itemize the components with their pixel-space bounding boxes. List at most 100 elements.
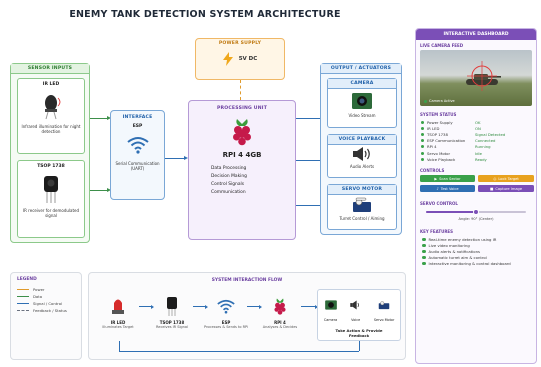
legend-label: Feedback / Status [33,308,67,313]
tsop-to-esp-arrow [90,188,111,192]
servo-header: SERVO MOTOR [328,185,396,195]
feature-label: Audio alerts & notifications [428,248,480,254]
flow-step-sub: Processes & Sends to RPi [203,325,249,329]
flow-output-servo: Servo Motor [374,296,394,322]
status-row-power: Power Supply OK [416,119,536,125]
status-name: Voice Playback [427,156,456,162]
button-label: Capture Image [495,186,523,191]
status-name: IR LED [427,125,440,131]
output-actuators-group: OUTPUT / ACTUATORS CAMERA Video Stream V… [320,63,402,235]
esp-label: ESP [132,124,143,129]
dashboard-header: INTERACTIVE DASHBOARD [416,29,536,40]
flow-step-name: Take Action & Provide Feedback [335,328,383,338]
servo-motor-icon [353,197,371,212]
flow-step-name: ESP [221,320,231,325]
controls-grid: ▶Scan Sector ◎Lock Target ♪Test Voice ■C… [420,175,534,195]
status-name: Servo Motor [427,150,451,156]
tsop-label: TSOP 1738 [37,164,65,169]
feature-item: Real-time enemy detection using IR [416,236,536,242]
status-dot [421,145,424,149]
voice-card: VOICE PLAYBACK Audio Alerts [327,134,397,178]
flow-arrow [139,304,154,309]
flow-step-sub: Illuminates Target [102,325,134,329]
key-features-list: Real-time enemy detection using IR Live … [416,236,536,266]
power-supply-block: POWER SUPPLY 5V DC [195,38,285,80]
flow-step-action: Camera Voice Servo Motor Take Action & P… [317,289,401,341]
processing-bullet: Decision Making [211,174,247,179]
feature-item: Interactive monitoring & control dashboa… [416,260,536,266]
status-dot [421,120,424,124]
live-feed-title: LIVE CAMERA FEED [420,43,464,48]
status-value: OK [475,119,481,125]
legend-swatch [17,303,29,304]
tsop-desc: IR receiver for demodulated signal [22,208,80,219]
interface-header: INTERFACE [122,115,153,120]
camera-desc: Video Stream [348,113,376,118]
slider-fill [426,211,476,213]
camera-module-icon [352,93,372,109]
ir-led-label: IR LED [42,82,60,87]
feature-item: Live video monitoring [416,242,536,248]
camera-active-label: Camera Active [429,99,455,103]
live-camera-feed[interactable]: Camera Active [420,50,532,106]
lock-target-button[interactable]: ◎Lock Target [478,175,534,183]
speaker-icon [353,147,370,161]
legend-swatch [17,310,29,311]
status-name: ESP Communication [427,138,466,144]
servo-slider[interactable] [426,208,526,216]
flow-output-label: Voice [351,318,361,322]
system-status-title: SYSTEM STATUS [420,112,457,117]
test-voice-button[interactable]: ♪Test Voice [420,185,475,193]
sensor-inputs-header: SENSOR INPUTS [11,64,89,74]
camera-header: CAMERA [328,79,396,89]
raspberry-pi-icon [274,298,286,315]
rpi-name: RPI 4 4GB [222,151,262,159]
speaker-icon [349,300,359,310]
status-name: RPi 4 [427,144,437,150]
feedback-loop-line [359,341,360,351]
servo-card: SERVO MOTOR Turret Control / Aiming [327,184,397,230]
camera-module-icon [324,300,337,310]
controls-title: CONTROLS [420,168,445,174]
button-label: Lock Target [498,176,519,181]
processing-header: PROCESSING UNIT [216,106,268,111]
target-icon: ◎ [493,176,497,181]
ir-receiver-icon [167,297,177,316]
feedback-loop-line [119,351,359,352]
flow-step-name: IR LED [110,320,126,325]
key-features-title: KEY FEATURES [420,229,454,235]
legend-label: Data [33,294,43,299]
legend-swatch [17,296,29,297]
status-dot [424,99,427,103]
slider-thumb[interactable] [473,208,479,215]
capture-image-button[interactable]: ■Capture Image [478,185,534,193]
wifi-icon [217,299,235,314]
status-row-voice: Voice Playback Ready [416,156,536,162]
status-value: Ready [475,156,487,162]
processing-bullet: Control Signals [211,182,245,187]
feature-label: Real-time enemy detection using IR [428,236,497,242]
feature-item: Audio alerts & notifications [416,248,536,254]
processing-unit-block: PROCESSING UNIT RPI 4 4GB Data Processin… [188,100,296,240]
servo-angle-label: Angle: 90° (Center) [458,217,494,222]
button-label: Scan Sector [439,176,461,181]
check-icon [422,261,426,266]
status-name: Power Supply [427,119,453,125]
legend-label: Power [33,287,45,292]
scan-sector-button[interactable]: ▶Scan Sector [420,175,475,183]
check-icon [422,243,426,248]
flow-step-name: TSOP 1738 [159,320,185,325]
ir-receiver-icon [44,176,58,203]
alarm-light-icon [112,299,124,314]
page-title: ENEMY TANK DETECTION SYSTEM ARCHITECTURE [69,9,341,20]
feature-label: Live video monitoring [428,242,470,248]
camera-icon: ■ [489,186,494,191]
legend-item-feedback: Feedback / Status [11,307,81,314]
flow-step-name: RPI 4 [274,320,286,325]
flow-output-camera: Camera [324,296,338,322]
status-dot [421,126,424,130]
ir-led-icon [45,95,61,120]
flow-step-ir-led: IR LED Illuminates Target [93,295,143,330]
